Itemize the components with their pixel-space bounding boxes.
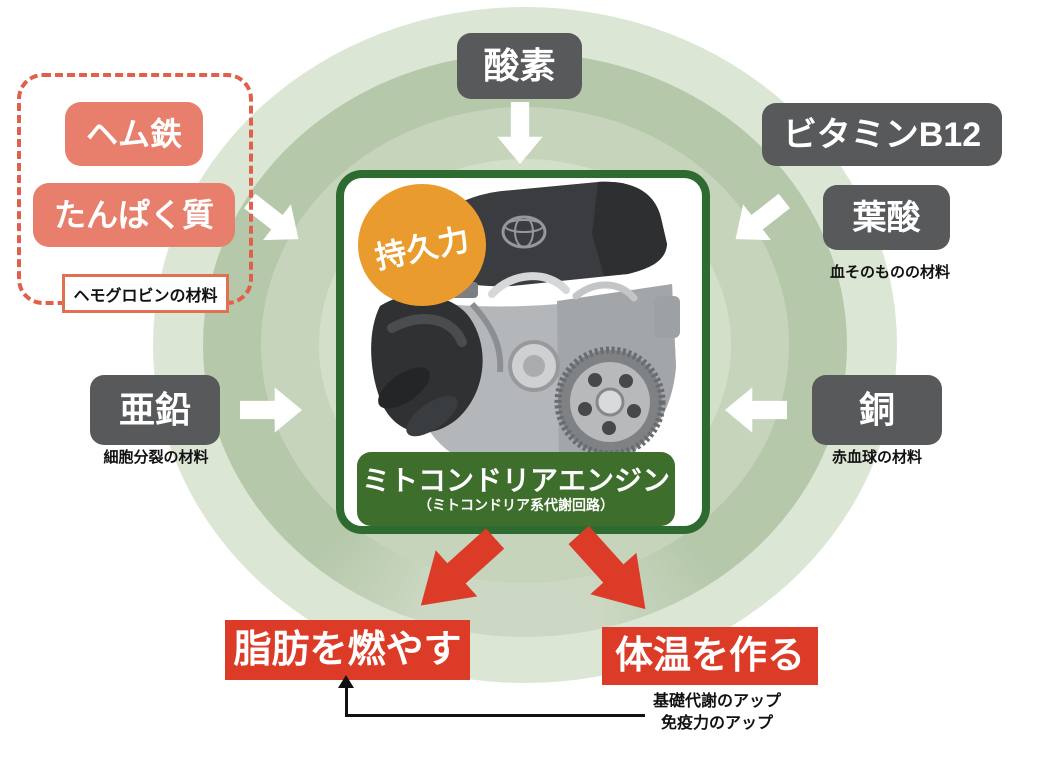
note-hemoglobin-material: ヘモグロビンの材料 [62,274,229,313]
node-protein: たんぱく質 [33,183,235,247]
note-blood-material-label: 血そのものの材料 [829,264,950,281]
note-cell-division-material: 細胞分裂の材料 [93,446,219,467]
node-copper-label: 銅 [858,389,895,430]
output-burn-fat-label: 脂肪を燃やす [233,629,462,671]
node-vitamin-b12-label: ビタミンB12 [782,115,982,154]
node-oxygen: 酸素 [457,33,582,99]
benefit-note-metabolism: 基礎代謝のアップ [652,693,781,710]
output-body-heat-label: 体温を作る [614,635,805,677]
connector-line-vertical [345,687,348,717]
note-red-blood-cell-material: 赤血球の材料 [812,446,942,467]
benefit-note-immunity: 免疫力のアップ [660,715,773,732]
endurance-badge-label: 持久力 [372,220,474,276]
engine-image [371,181,680,472]
engine-title: ミトコンドリアエンジン [361,464,670,496]
note-red-blood-cell-material-label: 赤血球の材料 [831,449,922,466]
node-oxygen-label: 酸素 [483,45,556,86]
output-body-heat: 体温を作る [602,627,818,685]
output-burn-fat: 脂肪を燃やす [225,620,470,680]
connector-arrowhead-icon [338,675,354,688]
endurance-badge: 持久力 [358,184,486,306]
engine-subtitle: （ミトコンドリア系代謝回路） [418,496,614,513]
node-protein-label: たんぱく質 [53,197,214,233]
connector-line-horizontal [346,714,645,717]
node-zinc-label: 亜鉛 [118,389,191,430]
node-vitamin-b12: ビタミンB12 [762,103,1002,166]
node-heme-iron: ヘム鉄 [65,102,203,166]
note-hemoglobin-material-label: ヘモグロビンの材料 [73,287,218,305]
node-zinc: 亜鉛 [90,375,220,445]
note-cell-division-material-label: 細胞分裂の材料 [103,449,209,466]
node-copper: 銅 [812,375,942,445]
engine-title-plate: ミトコンドリアエンジン （ミトコンドリア系代謝回路） [357,452,675,526]
node-folate-label: 葉酸 [852,198,921,237]
benefit-notes: 基礎代謝のアップ 免疫力のアップ [642,691,792,735]
node-folate: 葉酸 [823,185,950,250]
note-blood-material: 血そのものの材料 [810,261,970,282]
node-heme-iron-label: ヘム鉄 [85,116,182,152]
